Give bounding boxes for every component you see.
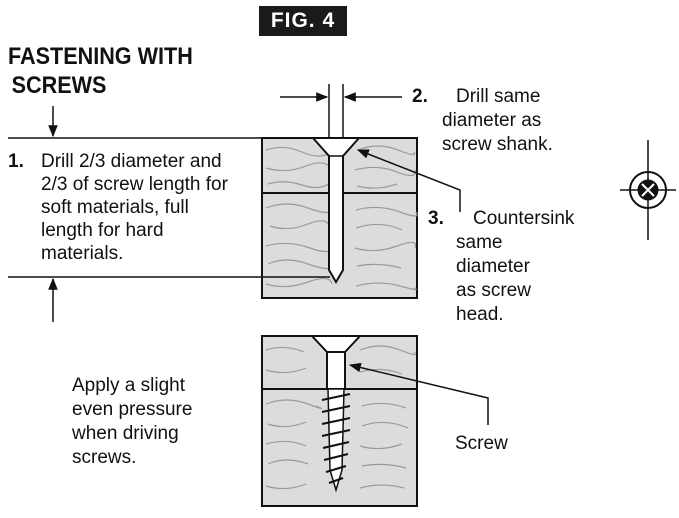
title-line-1: FASTENING WITH: [8, 43, 193, 70]
step-3-number: 3.: [428, 208, 444, 229]
step-1-line-2: 2/3 of screw length for: [41, 174, 228, 195]
step-1-line-3: soft materials, full: [41, 197, 189, 218]
step-2-number: 2.: [412, 86, 428, 107]
step-3-line-3: diameter: [456, 256, 530, 277]
registration-mark-icon: [620, 140, 676, 240]
depth-dimension: [8, 106, 330, 322]
shank-dimension: [280, 84, 402, 138]
note-line-2: even pressure: [72, 399, 193, 420]
upper-wood-block: [261, 137, 418, 299]
countersink-leader: [356, 149, 461, 212]
screw-label: Screw: [455, 433, 508, 454]
screw-threads: [321, 393, 351, 484]
screw-shank: [326, 351, 346, 390]
step-3-line-4: as screw: [456, 280, 531, 301]
step-1-line-4: length for hard: [41, 220, 164, 241]
upper-wood-grain: [265, 145, 418, 291]
note-line-4: screws.: [72, 447, 137, 468]
diagram-title: FASTENING WITH SCREWS: [8, 42, 193, 100]
pilot-hole: [310, 137, 362, 284]
step-1-number: 1.: [8, 151, 24, 172]
step-2-line-1: Drill same: [456, 86, 541, 107]
step-2-line-3: screw shank.: [442, 134, 553, 155]
step-1-line-5: materials.: [41, 243, 124, 264]
lower-wood-block: [261, 335, 418, 507]
screw-leader: [348, 362, 489, 425]
step-1-line-1: Drill 2/3 diameter and: [41, 151, 222, 172]
note-line-3: when driving: [72, 423, 179, 444]
note-line-1: Apply a slight: [72, 375, 186, 396]
step-3-line-2: same: [456, 232, 503, 253]
step-3-line-5: head.: [456, 304, 504, 325]
step-2-line-2: diameter as: [442, 110, 542, 131]
figure-label: FIG. 4: [259, 6, 347, 36]
step-3-line-1: Countersink: [473, 208, 575, 229]
lower-wood-grain: [265, 345, 416, 490]
title-line-2: SCREWS: [11, 72, 107, 99]
